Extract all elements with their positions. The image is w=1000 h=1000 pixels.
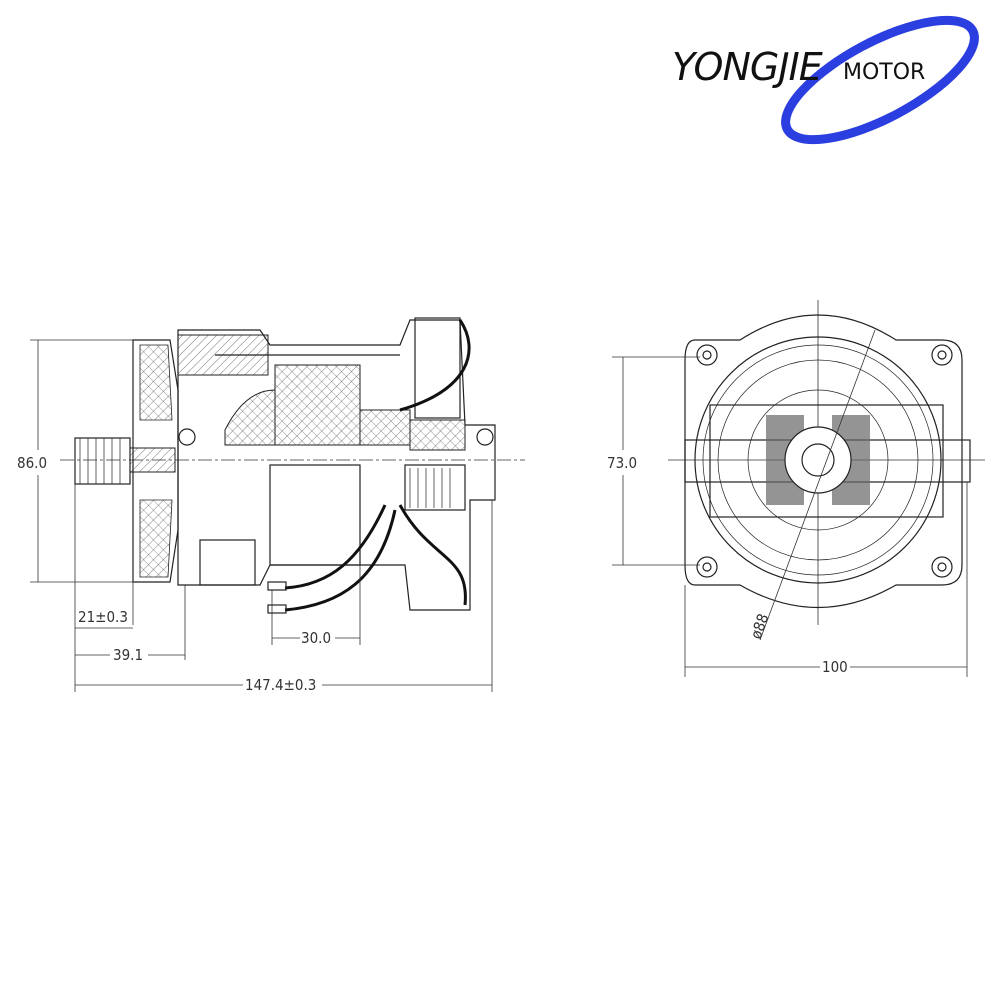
dimension-hole-spacing: 73.0	[607, 454, 637, 472]
logo-suffix: MOTOR	[843, 60, 925, 85]
logo-brand: YONGJIE	[672, 45, 823, 89]
mounting-holes	[696, 344, 953, 578]
dimension-total-length: 147.4±0.3	[245, 676, 316, 694]
company-logo: YONGJIE MOTOR	[672, 15, 979, 145]
side-view: 86.0 21±0.3 39.1 30.0 147.4±0.3	[17, 317, 525, 694]
dimension-front-length: 39.1	[113, 646, 143, 664]
end-view: ø88 73.0 100	[607, 300, 985, 677]
dimension-shaft-length: 21±0.3	[78, 608, 128, 626]
dimension-width: 100	[822, 658, 848, 676]
dimension-height: 86.0	[17, 454, 47, 472]
dimension-terminal-spacing: 30.0	[301, 629, 331, 647]
